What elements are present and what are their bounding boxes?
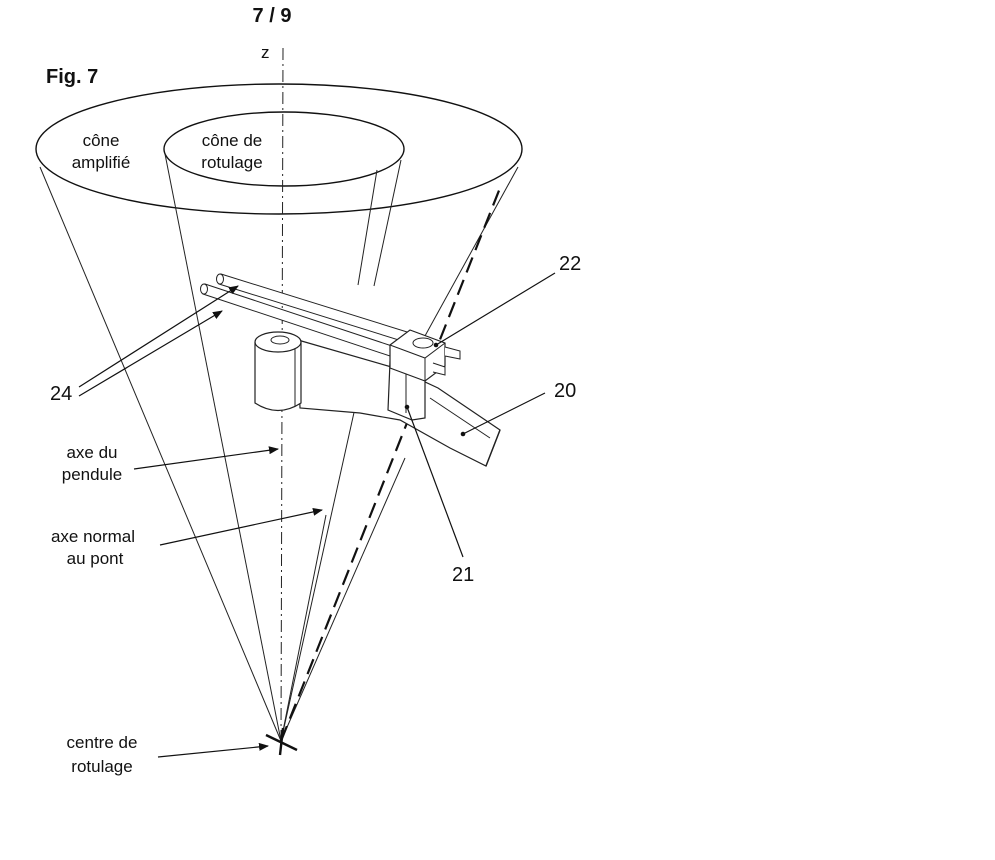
normal-axis-line (280, 514, 327, 742)
leader-normal-axis (159, 507, 323, 546)
reference-22: 22 (559, 253, 581, 275)
reference-21: 21 (452, 564, 474, 586)
reference-20: 20 (554, 380, 576, 402)
figure-label: Fig. 7 (46, 66, 98, 88)
leader-center (157, 742, 269, 758)
page-number: 7 / 9 (253, 5, 292, 27)
reference-24: 24 (50, 383, 72, 405)
pendulum-axis-label-1: axe du (66, 443, 117, 462)
amplified-cone-label-1: cône (83, 131, 120, 150)
leader-21 (406, 406, 464, 558)
normal-axis-label-1: axe normal (51, 527, 135, 546)
pendulum-mechanism (200, 273, 501, 467)
amplified-cone (35, 83, 523, 742)
leader-24-a (78, 285, 239, 388)
leader-20 (462, 392, 546, 435)
pendulum-axis-label-2: pendule (62, 465, 123, 484)
normal-axis-label-2: au pont (67, 549, 124, 568)
ball-joint-cone-label-2: rotulage (201, 153, 262, 172)
z-axis-label: z (261, 43, 270, 62)
amplified-cone-label-2: amplifié (72, 153, 131, 172)
leader-pendulum-axis (133, 446, 279, 470)
center-label-1: centre de (67, 733, 138, 752)
ball-joint-cone (163, 111, 405, 742)
tilted-dashed-axis (279, 187, 502, 742)
leader-22 (435, 272, 556, 346)
center-cross (265, 727, 298, 756)
ball-joint-cone-label-1: cône de (202, 131, 263, 150)
center-label-2: rotulage (71, 757, 132, 776)
leader-24-b (78, 310, 223, 397)
